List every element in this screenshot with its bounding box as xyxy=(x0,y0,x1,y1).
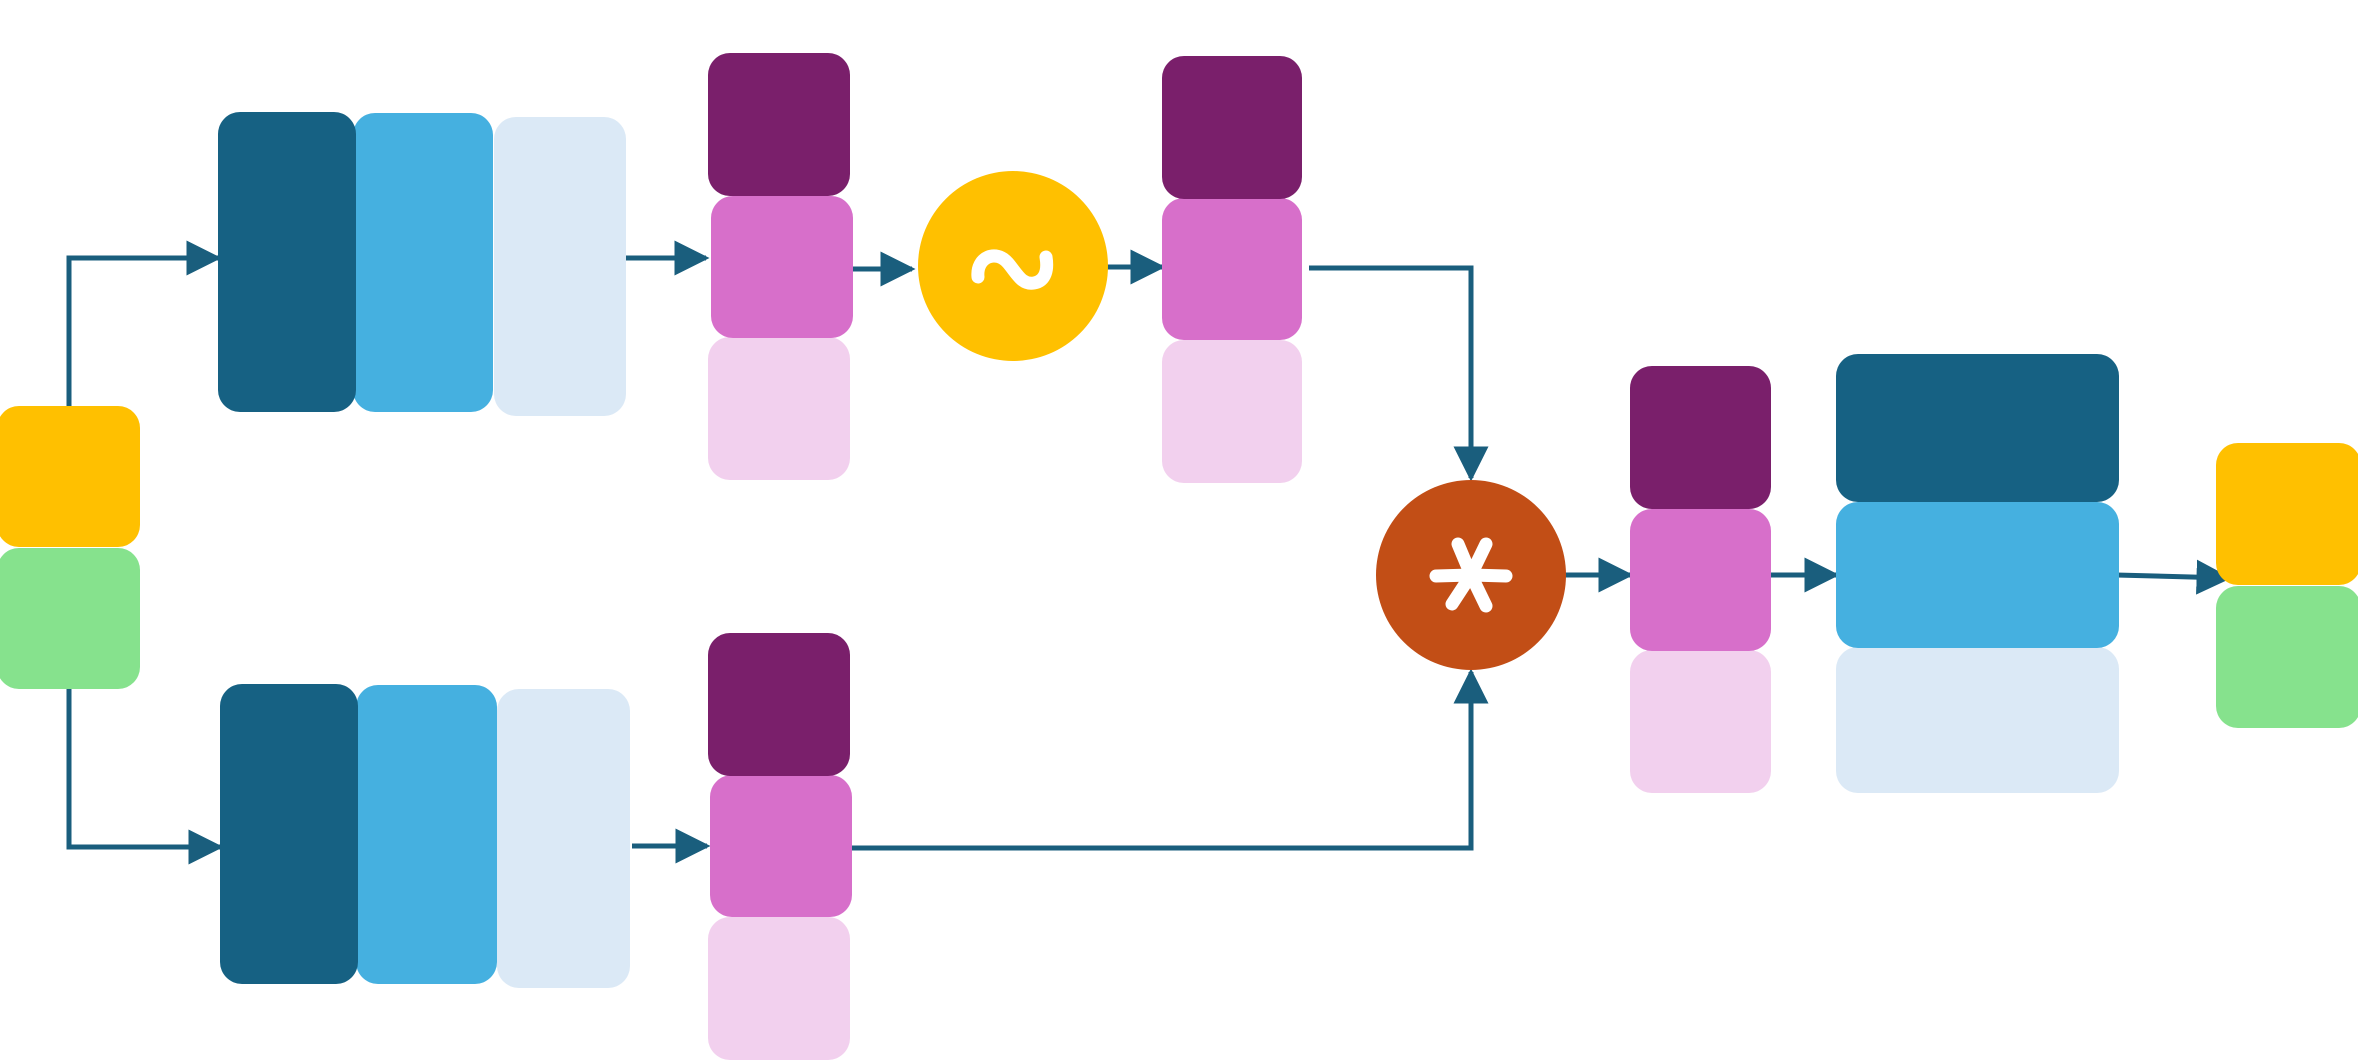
lower-stack-sky-layer xyxy=(356,685,497,984)
input-yellow-block xyxy=(0,406,140,547)
wide-stack-sky-layer xyxy=(1836,502,2119,648)
lower-token-orchid-row xyxy=(710,775,852,917)
upper-token-blush-row xyxy=(1162,340,1302,483)
upper-stack-sky-layer xyxy=(353,113,493,412)
arrow-input-to-lower-branch xyxy=(66,688,224,865)
output-green-block xyxy=(2216,586,2358,728)
top-token-orchid-row xyxy=(711,196,853,338)
tilde-operator-node xyxy=(918,171,1108,361)
output-token-blush-row xyxy=(1630,650,1771,793)
tilde-glyph xyxy=(971,249,1054,290)
asterisk-icon xyxy=(1429,537,1513,613)
arrow-lower-token-to-merge xyxy=(850,668,1489,851)
output-token-orchid-row xyxy=(1630,509,1771,651)
lower-stack-ice-layer xyxy=(497,689,630,988)
output-yellow-block xyxy=(2216,443,2358,585)
output-token-plum-row xyxy=(1630,366,1771,509)
lower-token-plum-row xyxy=(708,633,850,776)
upper-stack-ice-layer xyxy=(494,117,626,416)
top-token-plum-row xyxy=(708,53,850,196)
asterisk-glyph xyxy=(1429,537,1513,613)
wide-stack-ice-layer xyxy=(1836,647,2119,793)
arrow-wide-stack-to-output xyxy=(2115,559,2232,595)
upper-token-plum-row xyxy=(1162,56,1302,199)
input-green-block xyxy=(0,548,140,689)
lower-stack-navy-layer xyxy=(220,684,358,984)
arrow-upper-token-to-merge xyxy=(1309,265,1489,482)
wide-stack-navy-layer xyxy=(1836,354,2119,502)
top-token-blush-row xyxy=(708,337,850,480)
arrow-input-to-upper-branch xyxy=(66,240,222,406)
lower-token-blush-row xyxy=(708,917,850,1060)
merge-operator-node xyxy=(1376,480,1566,670)
upper-stack-navy-layer xyxy=(218,112,356,412)
tilde-icon xyxy=(971,249,1054,290)
upper-token-orchid-row xyxy=(1162,198,1302,340)
